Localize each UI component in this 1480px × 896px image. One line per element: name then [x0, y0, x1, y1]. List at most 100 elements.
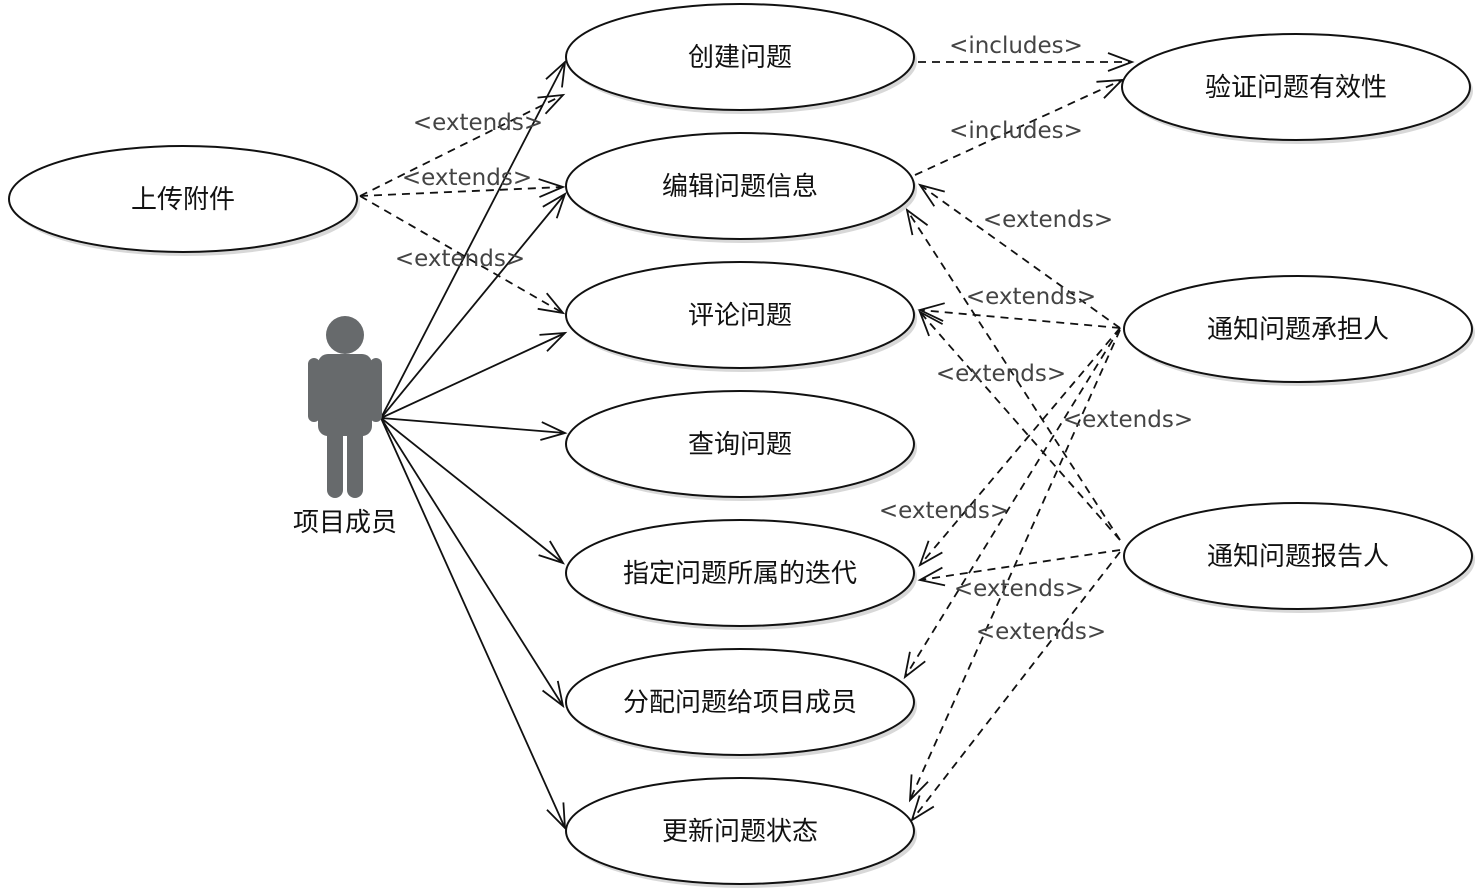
- usecase-validate[interactable]: 验证问题有效性: [1121, 33, 1473, 144]
- relation-line: [359, 94, 564, 197]
- association-status: [380, 417, 567, 831]
- association-create: [380, 59, 567, 419]
- association-comment: [380, 331, 568, 419]
- relation-arrowhead: [538, 178, 566, 198]
- usecase-notify-assignee-label: 通知问题承担人: [1207, 315, 1389, 345]
- relation-line: [909, 329, 1121, 801]
- relation-label: <extends>: [879, 498, 1009, 524]
- relation-arrowhead: [1096, 78, 1125, 99]
- relation-label: <extends>: [954, 576, 1084, 602]
- relation-arrowhead: [910, 795, 935, 823]
- relation-notify_reporter-iteration: [917, 549, 1121, 587]
- relation-line: [906, 209, 1121, 541]
- relation-line: [919, 549, 1121, 581]
- association-line-status: [380, 417, 566, 829]
- usecase-assign-label: 分配问题给项目成员: [623, 688, 857, 718]
- usecase-query[interactable]: 查询问题: [565, 390, 917, 501]
- relation-line: [911, 551, 1121, 821]
- association-edit-arrowhead: [542, 192, 567, 219]
- relation-label: <extends>: [983, 207, 1113, 233]
- relation-label: <extends>: [936, 361, 1066, 387]
- association-query: [380, 417, 568, 441]
- relation-line: [914, 79, 1123, 176]
- relation-notify_assignee-status: [908, 329, 1121, 803]
- usecase-iteration[interactable]: 指定问题所属的迭代: [565, 519, 917, 630]
- association-edit: [380, 192, 567, 419]
- association-assign: [380, 417, 565, 709]
- usecase-notify-reporter[interactable]: 通知问题报告人: [1123, 502, 1475, 613]
- relation-arrowhead: [537, 93, 566, 115]
- relation-line: [919, 309, 1121, 329]
- relation-line: [359, 195, 564, 314]
- relation-label: <extends>: [1063, 407, 1193, 433]
- association-assign-arrowhead: [542, 680, 565, 709]
- labels-layer: <includes> <includes> <extends> <extends> <e…: [395, 33, 1193, 645]
- relation-line: [919, 311, 1121, 541]
- usecase-validate-label: 验证问题有效性: [1205, 73, 1387, 103]
- association-query-arrowhead: [540, 421, 568, 441]
- usecase-create[interactable]: 创建问题: [565, 3, 917, 114]
- association-status-arrowhead: [546, 802, 567, 831]
- relation-arrowhead: [917, 183, 945, 207]
- relation-notify_assignee-edit: [917, 183, 1121, 329]
- relation-notify_reporter-edit: [905, 207, 1121, 541]
- relation-label: <extends>: [966, 284, 1096, 310]
- usecase-create-label: 创建问题: [688, 43, 792, 73]
- relation-upload-comment: [359, 195, 566, 315]
- usecase-comment-label: 评论问题: [688, 301, 792, 331]
- association-line-edit: [380, 193, 566, 419]
- relation-notify_assignee-assign: [903, 327, 1121, 680]
- relation-label: <extends>: [402, 165, 532, 191]
- association-line-assign: [380, 417, 564, 707]
- relation-arrowhead: [1107, 52, 1135, 72]
- usecase-notify-assignee[interactable]: 通知问题承担人: [1123, 275, 1475, 386]
- association-iteration-arrowhead: [538, 540, 566, 565]
- actor[interactable]: 项目成员: [293, 316, 397, 538]
- relation-label: <extends>: [395, 246, 525, 272]
- usecase-status[interactable]: 更新问题状态: [565, 777, 917, 888]
- relation-arrowhead: [903, 651, 926, 680]
- relation-notify_assignee-comment: [917, 302, 1121, 329]
- association-iteration: [380, 417, 566, 565]
- association-line-iteration: [380, 417, 564, 564]
- usecase-edit[interactable]: 编辑问题信息: [565, 132, 917, 243]
- association-create-arrowhead: [545, 59, 567, 88]
- usecase-query-label: 查询问题: [688, 430, 792, 460]
- usecase-upload[interactable]: 上传附件: [8, 145, 360, 256]
- relation-line: [904, 327, 1121, 678]
- association-line-create: [380, 61, 566, 419]
- association-comment-arrowhead: [539, 331, 568, 352]
- usecase-assign[interactable]: 分配问题给项目成员: [565, 648, 917, 759]
- relation-notify_reporter-comment: [918, 310, 1121, 541]
- relation-arrowhead: [918, 310, 944, 337]
- relation-label: <extends>: [976, 619, 1106, 645]
- person-icon: [308, 316, 382, 498]
- relation-upload-edit: [359, 178, 566, 198]
- usecase-edit-label: 编辑问题信息: [662, 172, 818, 202]
- relation-arrowhead: [918, 540, 943, 567]
- relation-arrowhead: [908, 774, 929, 803]
- edges-layer: [359, 52, 1135, 831]
- usecase-notify-reporter-label: 通知问题报告人: [1207, 542, 1389, 572]
- relation-line: [359, 186, 564, 197]
- relation-label: <extends>: [413, 110, 543, 136]
- usecase-comment[interactable]: 评论问题: [565, 261, 917, 372]
- association-line-comment: [380, 332, 566, 419]
- relation-edit-validate: [914, 78, 1125, 176]
- usecase-status-label: 更新问题状态: [662, 817, 818, 847]
- usecase-iteration-label: 指定问题所属的迭代: [623, 559, 857, 589]
- association-line-query: [380, 417, 566, 434]
- relation-label: <includes>: [949, 33, 1083, 59]
- relation-arrowhead: [537, 292, 566, 315]
- relation-line: [919, 327, 1121, 566]
- relation-arrowhead: [917, 302, 945, 322]
- usecase-upload-label: 上传附件: [131, 185, 235, 215]
- relation-label: <includes>: [949, 118, 1083, 144]
- relation-arrowhead: [905, 207, 929, 236]
- relation-notify_reporter-status: [910, 551, 1121, 823]
- actor-label: 项目成员: [293, 508, 397, 538]
- relation-arrowhead: [917, 566, 946, 587]
- relation-create-validate: [918, 52, 1135, 72]
- relation-upload-create: [359, 93, 566, 197]
